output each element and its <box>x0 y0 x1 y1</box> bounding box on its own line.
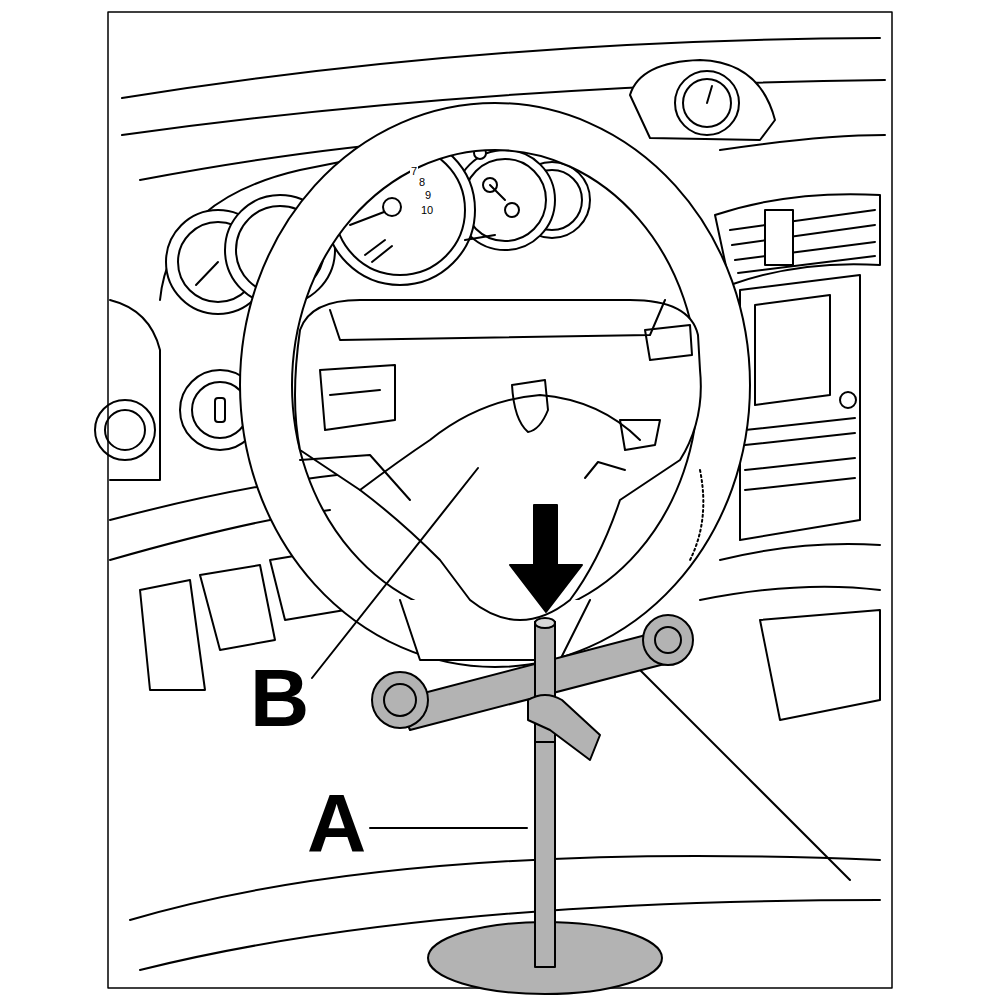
gauge-number: 8 <box>418 177 426 188</box>
gauge-number: 7 <box>410 166 418 177</box>
part-letter: B <box>250 657 309 739</box>
gauge-number: 10 <box>420 205 434 216</box>
gauge-number: 9 <box>424 190 432 201</box>
part-letter: A <box>307 782 366 864</box>
